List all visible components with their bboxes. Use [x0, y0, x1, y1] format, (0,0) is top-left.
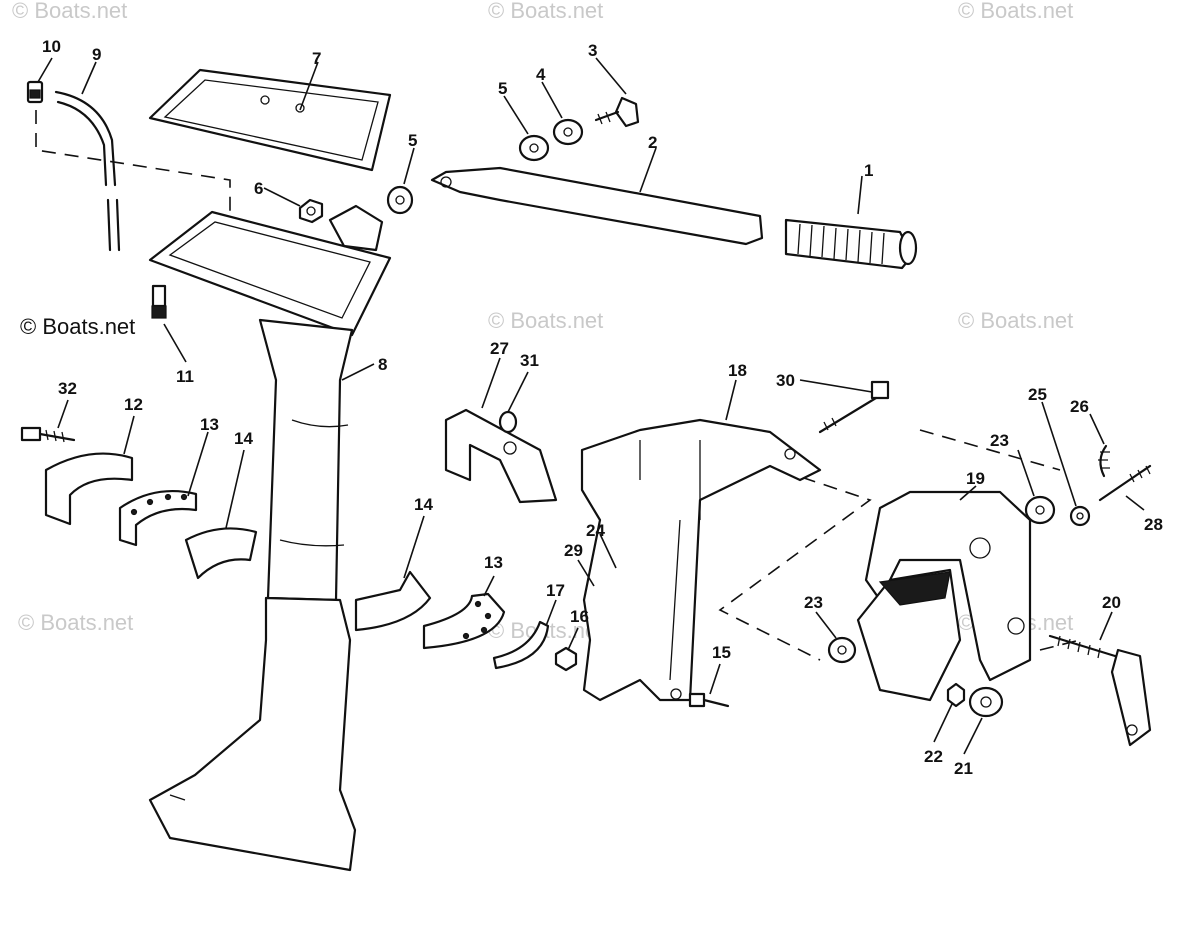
steering-bracket — [328, 204, 384, 252]
callout-25: 25 — [1028, 385, 1047, 404]
callout-8: 8 — [378, 355, 387, 374]
guide-line-screw — [1039, 639, 1081, 651]
part-12-clamp — [44, 452, 134, 526]
part-2-tiller-arm — [430, 166, 764, 246]
callout-21: 21 — [954, 759, 973, 778]
part-17-plate — [492, 620, 550, 670]
watermark-mid-left: © Boats.net — [20, 314, 135, 339]
callout-3: 3 — [588, 41, 597, 60]
callout-26: 26 — [1070, 397, 1089, 416]
callout-15: 15 — [712, 643, 731, 662]
part-9-hose — [54, 90, 121, 252]
callout-13-left: 13 — [200, 415, 219, 434]
callout-4: 4 — [536, 65, 546, 84]
part-20-clamp-screw — [1048, 634, 1152, 747]
callout-5-lower: 5 — [408, 131, 417, 150]
watermark-top-center: © Boats.net — [488, 0, 603, 23]
callout-7: 7 — [312, 49, 321, 68]
callout-14-center: 14 — [414, 495, 433, 514]
callout-12: 12 — [124, 395, 143, 414]
part-16-nut — [554, 646, 578, 672]
part-18-swivel-bracket — [580, 418, 822, 702]
callout-28: 28 — [1144, 515, 1163, 534]
part-26-spring-clip — [1098, 444, 1110, 478]
watermark-top-right: © Boats.net — [958, 0, 1073, 23]
part-13-bushing-center — [422, 592, 506, 650]
part-10-clip — [26, 80, 44, 104]
part-23-washer-upper — [1024, 495, 1056, 525]
callout-1: 1 — [864, 161, 873, 180]
callout-23-lower: 23 — [804, 593, 823, 612]
part-14-liner-center — [354, 570, 432, 632]
callout-11: 11 — [176, 367, 194, 386]
part-13-bushing-left — [118, 489, 198, 547]
part-31-pin — [498, 410, 518, 434]
callout-17: 17 — [546, 581, 565, 600]
part-32-bolt — [20, 426, 76, 443]
guide-line-hose — [35, 110, 231, 250]
callout-14-left: 14 — [234, 429, 253, 448]
assembly-guide-lines — [35, 110, 1081, 661]
callout-labels: 1 2 3 4 5 5 6 7 8 9 10 11 12 13 13 14 14… — [42, 37, 1163, 778]
watermark-mid-center: © Boats.net — [488, 308, 603, 333]
callout-2: 2 — [648, 133, 657, 152]
part-4-washer — [552, 118, 584, 146]
callout-31: 31 — [520, 351, 539, 370]
part-1-tiller-grip — [784, 218, 918, 270]
callout-16: 16 — [570, 607, 589, 626]
part-6-nut — [298, 198, 324, 224]
callout-30: 30 — [776, 371, 795, 390]
part-14-liner-left — [184, 527, 258, 580]
callout-29: 29 — [564, 541, 583, 560]
callout-18: 18 — [728, 361, 747, 380]
watermark-top-left: © Boats.net — [12, 0, 127, 23]
callout-13-center: 13 — [484, 553, 503, 572]
callout-19: 19 — [966, 469, 985, 488]
callout-24: 24 — [586, 521, 605, 540]
watermark-mid-right: © Boats.net — [958, 308, 1073, 333]
part-28-stud — [1098, 464, 1152, 502]
callout-10: 10 — [42, 37, 61, 56]
callout-20: 20 — [1102, 593, 1121, 612]
guide-line-clamp-top — [919, 429, 1061, 471]
callout-6: 6 — [254, 179, 263, 198]
part-21-washer — [968, 686, 1004, 718]
part-3-bolt — [594, 96, 640, 128]
callout-32: 32 — [58, 379, 77, 398]
callout-27: 27 — [490, 339, 509, 358]
part-23-washer-lower — [827, 636, 857, 664]
watermark-bottom-left: © Boats.net — [18, 610, 133, 635]
part-15-bolt — [688, 692, 730, 708]
part-30-bolt — [818, 380, 890, 434]
callout-23-upper: 23 — [990, 431, 1009, 450]
part-5-washer-upper — [518, 134, 550, 162]
callout-leader-lines — [37, 57, 1145, 755]
part-19-clamp-bracket — [856, 490, 1032, 702]
part-22-nut — [946, 682, 966, 708]
part-5-washer-lower — [386, 185, 414, 215]
callout-5-upper: 5 — [498, 79, 507, 98]
part-25-washer — [1069, 505, 1091, 527]
callout-22: 22 — [924, 747, 943, 766]
part-8-exhaust-housing — [148, 210, 392, 872]
guide-line-bracket — [718, 469, 872, 661]
callout-9: 9 — [92, 45, 101, 64]
part-11-bolt — [151, 284, 167, 319]
part-7-gasket — [148, 68, 392, 172]
